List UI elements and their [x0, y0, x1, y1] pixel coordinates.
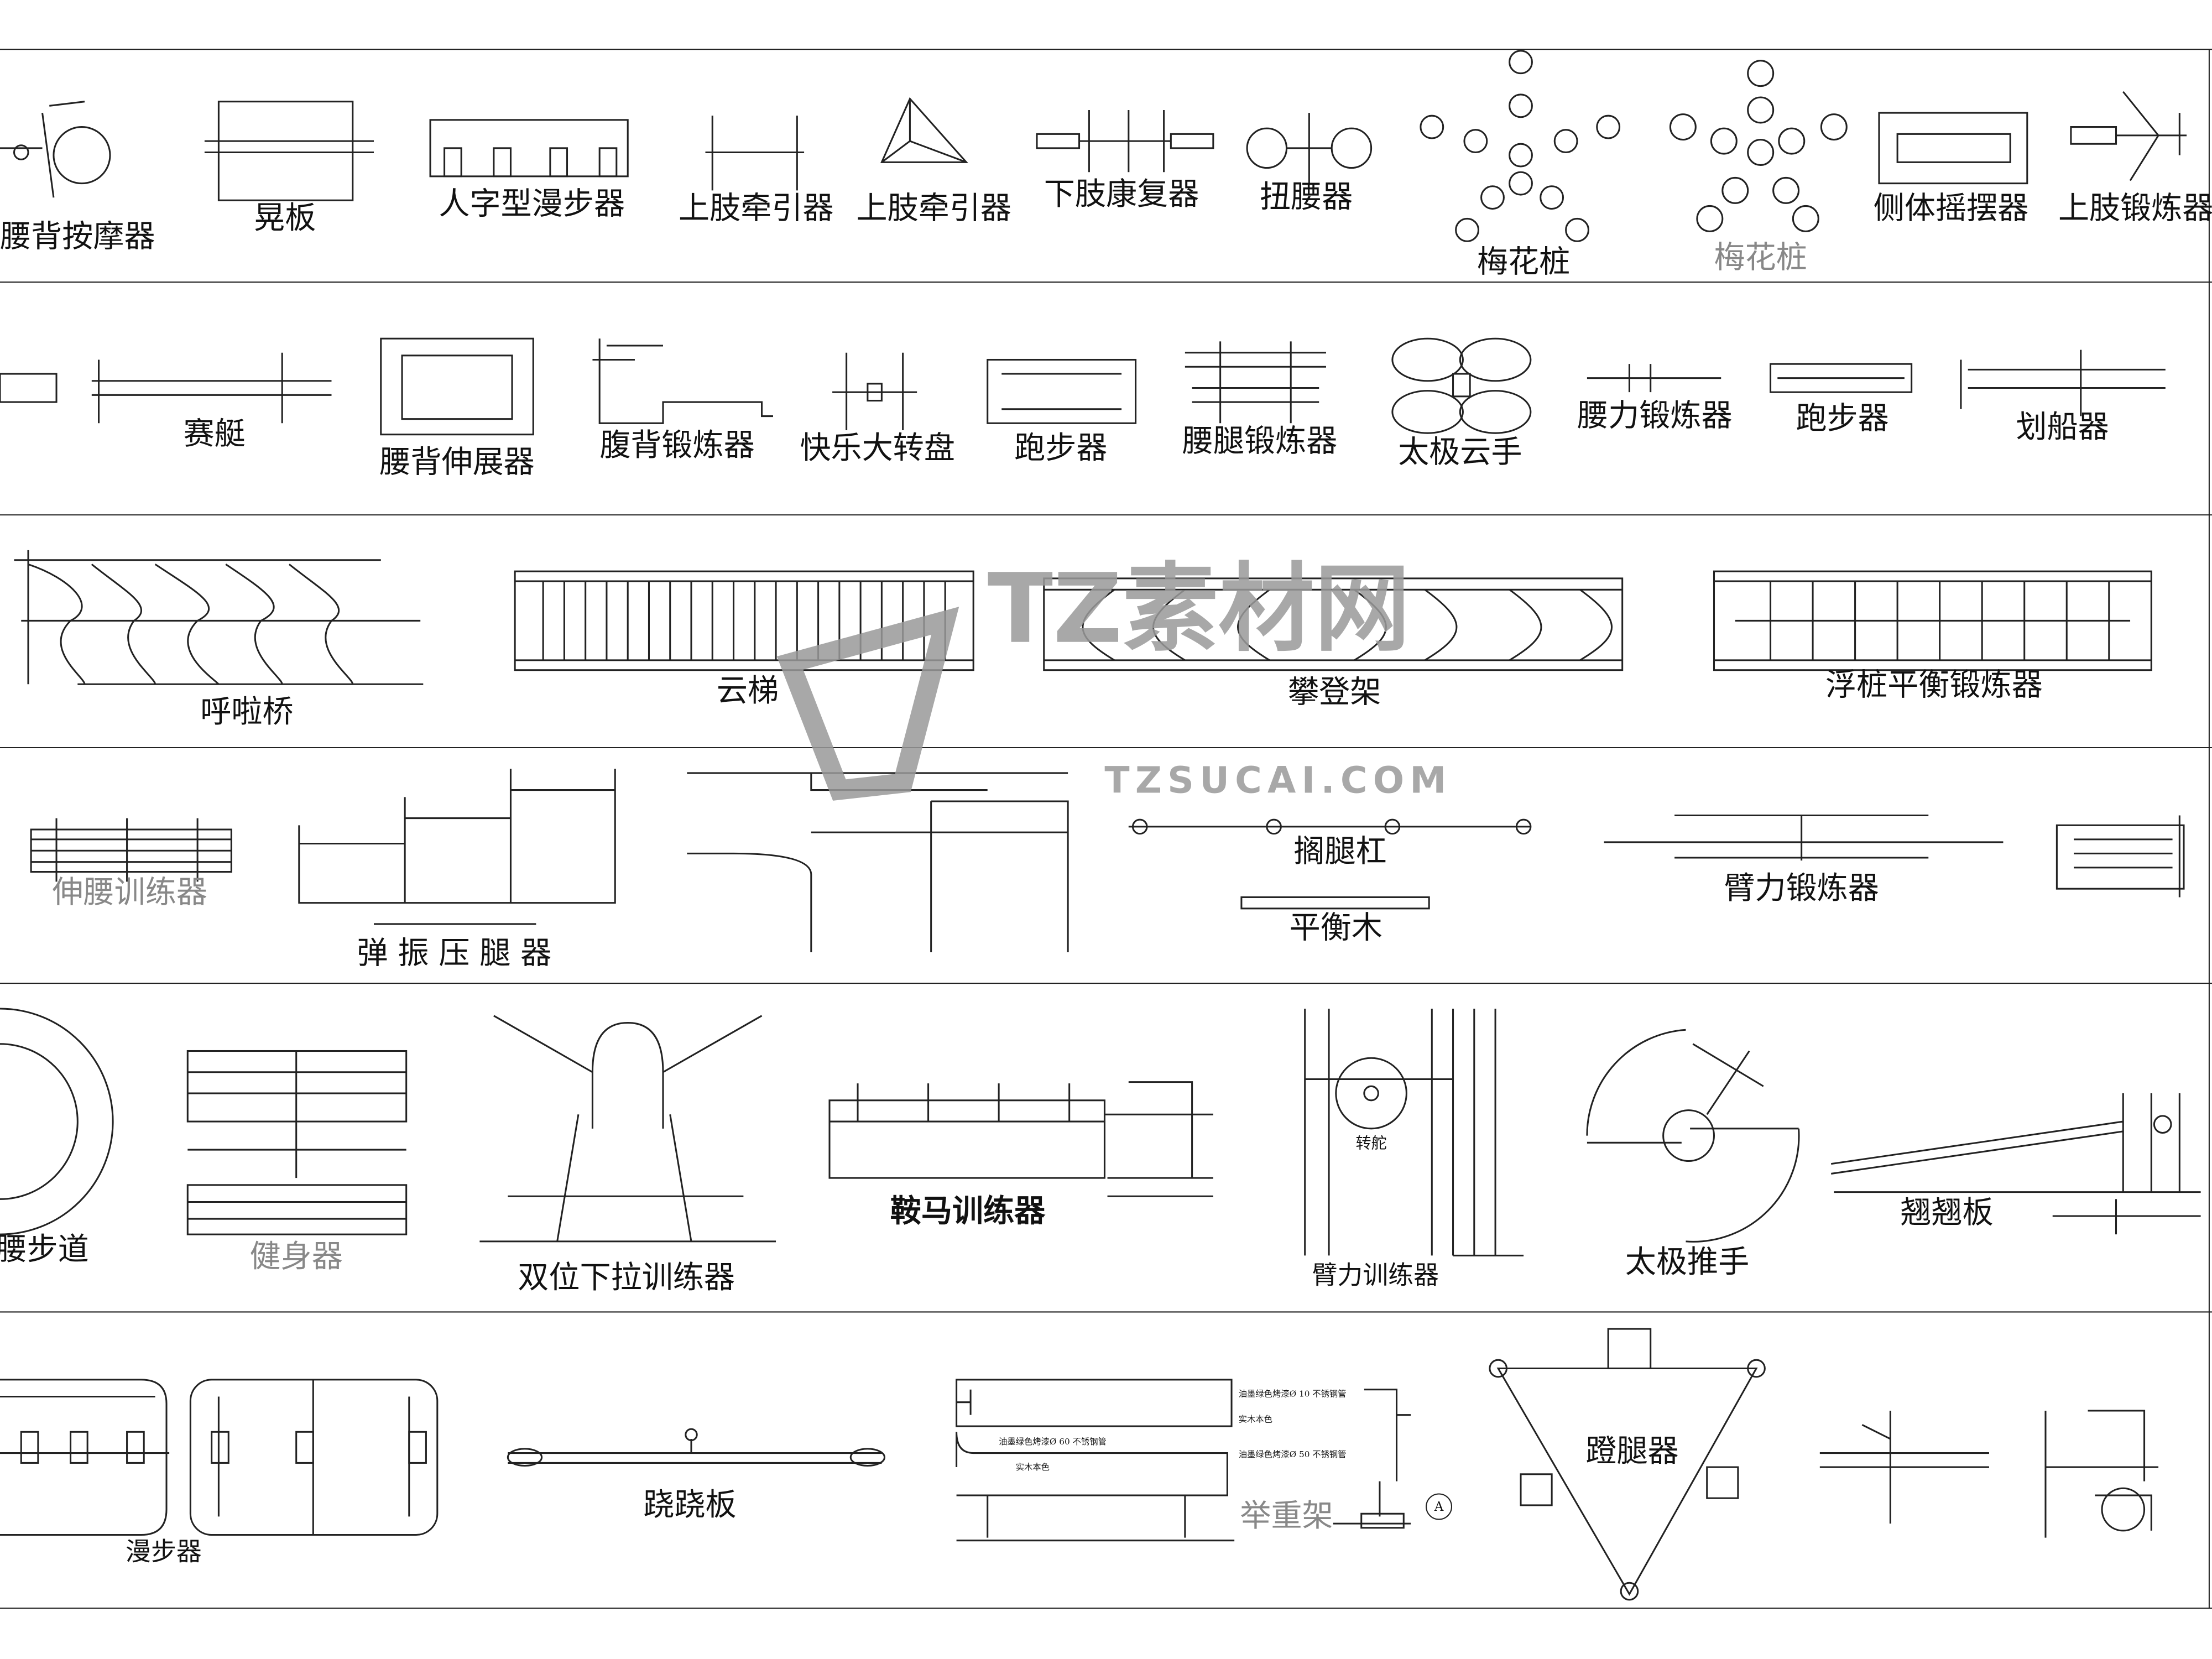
label-runner-1: 跑步器: [1014, 430, 1107, 466]
row-dividers: [0, 49, 2212, 1609]
label-fitness-device: 健身器: [250, 1239, 343, 1275]
row1-labels: 腰背按摩器 晃板 人字型漫步器 上肢牵引器 上肢牵引器 下肢康复器 扭腰器 梅花…: [0, 176, 2212, 280]
label-plum-piles-1: 梅花桩: [1477, 244, 1570, 280]
label-plum-piles-2: 梅花桩: [1714, 240, 1807, 276]
label-side-swing: 侧体摇摆器: [1874, 190, 2029, 226]
note-pipe-10: 油墨绿色烤漆Ø 10 不锈钢管: [1239, 1389, 1347, 1399]
label-walker-a: 人字型漫步器: [439, 186, 625, 222]
note-wood-2: 实木本色: [1016, 1462, 1050, 1472]
row3-labels: 呼啦桥 云梯 攀登架 浮桩平衡锻炼器: [200, 667, 2043, 730]
label-upper-limb-trainer: 上肢锻炼器: [2058, 190, 2212, 226]
label-monkey-bars: 云梯: [717, 673, 779, 709]
watermark-logo-icon: [776, 607, 959, 801]
label-leg-rest-bar: 搁腿杠: [1293, 834, 1386, 870]
label-climbing-frame: 攀登架: [1288, 674, 1381, 710]
label-pommel-horse: 鞍马训练器: [890, 1193, 1046, 1229]
label-steering-wheel: 转舵: [1356, 1134, 1387, 1152]
label-seesaw-board: 翘翘板: [1900, 1195, 1993, 1231]
label-runner-2: 跑步器: [1796, 401, 1888, 437]
note-pipe-50: 油墨绿色烤漆Ø 50 不锈钢管: [1239, 1449, 1347, 1459]
row5-drawings: [0, 1008, 2201, 1256]
label-taichi-hands: 太极云手: [1398, 435, 1522, 471]
label-waist-back-massager: 腰背按摩器: [0, 218, 155, 254]
label-seesaw: 跷跷板: [643, 1487, 736, 1523]
watermark-brand: TZ素材网: [988, 553, 1410, 665]
label-weightlifting-rack: 举重架: [1240, 1498, 1333, 1534]
watermark-url: TZSUCAI.COM: [1104, 759, 1452, 802]
label-hula-bridge: 呼啦桥: [200, 694, 293, 730]
detail-marker-circle: [1426, 1493, 1453, 1520]
label-waist-walk-path: 腰步道: [0, 1232, 89, 1267]
row6-labels: 漫步器 跷跷板 举重架 蹬腿器: [126, 1433, 1679, 1567]
row2-drawings: [0, 337, 2166, 436]
label-sway-board: 晃板: [254, 200, 316, 236]
note-pipe-60: 油墨绿色烤漆Ø 60 不锈钢管: [999, 1437, 1107, 1447]
label-ab-back-trainer: 腹背锻炼器: [599, 427, 755, 463]
note-wood-1: 实木本色: [1239, 1414, 1272, 1424]
label-waist-strength: 腰力锻炼器: [1577, 398, 1733, 434]
detail-marker-a: A: [1434, 1500, 1444, 1514]
label-double-pulldown: 双位下拉训练器: [518, 1260, 735, 1296]
label-leg-press: 弹 振 压 腿 器: [357, 935, 551, 971]
label-waist-leg-trainer: 腰腿锻炼器: [1182, 423, 1338, 459]
row4-labels: 伸腰训练器 弹 振 压 腿 器 搁腿杠 平衡木 臂力锻炼器: [52, 834, 1879, 972]
row5-labels: 腰步道 健身器 双位下拉训练器 鞍马训练器 转舵 臂力训练器 太极推手 翘翘板: [0, 1134, 1994, 1296]
row2-labels: 赛艇 腰背伸展器 腹背锻炼器 快乐大转盘 跑步器 腰腿锻炼器 太极云手 腰力锻炼…: [184, 398, 2109, 480]
label-back-stretcher: 腰背伸展器: [379, 445, 535, 481]
label-upper-limb-traction-2: 上肢牵引器: [856, 190, 1011, 226]
row3-drawings: [14, 550, 2152, 685]
label-lower-limb-rehab: 下肢康复器: [1044, 176, 1199, 212]
label-rowing: 赛艇: [184, 416, 246, 452]
label-balance-beam: 平衡木: [1290, 910, 1383, 946]
label-leg-press-machine: 蹬腿器: [1585, 1433, 1678, 1469]
label-rowing-machine: 划船器: [2016, 409, 2109, 445]
row4-drawings: [30, 769, 2185, 952]
label-walker-b: 漫步器: [126, 1536, 202, 1566]
label-upper-limb-traction-1: 上肢牵引器: [679, 190, 834, 226]
label-happy-turntable: 快乐大转盘: [800, 430, 955, 466]
row1-drawings: [0, 50, 2187, 242]
label-waist-twister: 扭腰器: [1260, 179, 1353, 215]
label-arm-trainer: 臂力锻炼器: [1724, 870, 1879, 906]
watermark: TZ素材网 TZSUCAI.COM: [776, 553, 1452, 802]
weightlift-annotations: 油墨绿色烤漆Ø 10 不锈钢管 实木本色 油墨绿色烤漆Ø 60 不锈钢管 实木本…: [999, 1389, 1453, 1520]
label-waist-stretch-trainer: 伸腰训练器: [52, 875, 207, 911]
label-arm-strength-trainer: 臂力训练器: [1312, 1260, 1439, 1290]
row6-drawings: [0, 1328, 2159, 1601]
label-floating-pile-balance: 浮桩平衡锻炼器: [1825, 667, 2043, 703]
label-taichi-push: 太极推手: [1625, 1244, 1749, 1280]
